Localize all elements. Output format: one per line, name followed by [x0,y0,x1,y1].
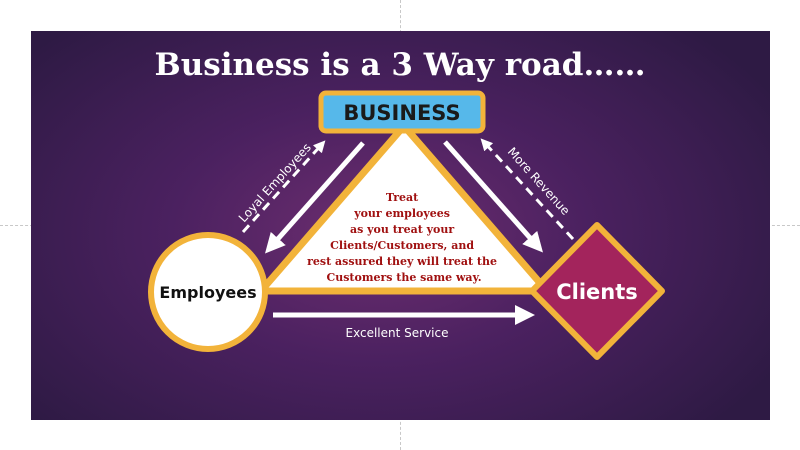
center-message: Treat your employees as you treat your C… [307,191,501,284]
diagram-title: Business is a 3 Way road…… [155,47,646,83]
business-box [318,90,486,134]
arrow-business-to-clients [443,140,543,253]
arrow-more-revenue [480,138,575,241]
arrow-loyal-employees [241,140,326,234]
message-line: Treat [386,191,419,204]
message-line: rest assured they will treat the [307,255,497,268]
center-triangle [257,122,551,295]
clients-diamond [529,222,665,360]
arrow-business-to-employees [265,141,365,254]
employees-circle [148,232,268,352]
employees-label: Employees [159,283,256,302]
message-line: Customers the same way. [326,271,481,284]
slide-canvas: Business is a 3 Way road…… Treat your em… [31,31,770,420]
business-label: BUSINESS [343,101,460,125]
clients-label: Clients [556,280,638,304]
message-line: as you treat your [350,223,454,236]
message-line: Clients/Customers, and [330,239,474,252]
diagram-svg: Business is a 3 Way road…… Treat your em… [148,47,665,360]
message-line: your employees [353,207,450,220]
label-excellent-service: Excellent Service [346,326,449,340]
label-more-revenue: More Revenue [505,145,573,218]
